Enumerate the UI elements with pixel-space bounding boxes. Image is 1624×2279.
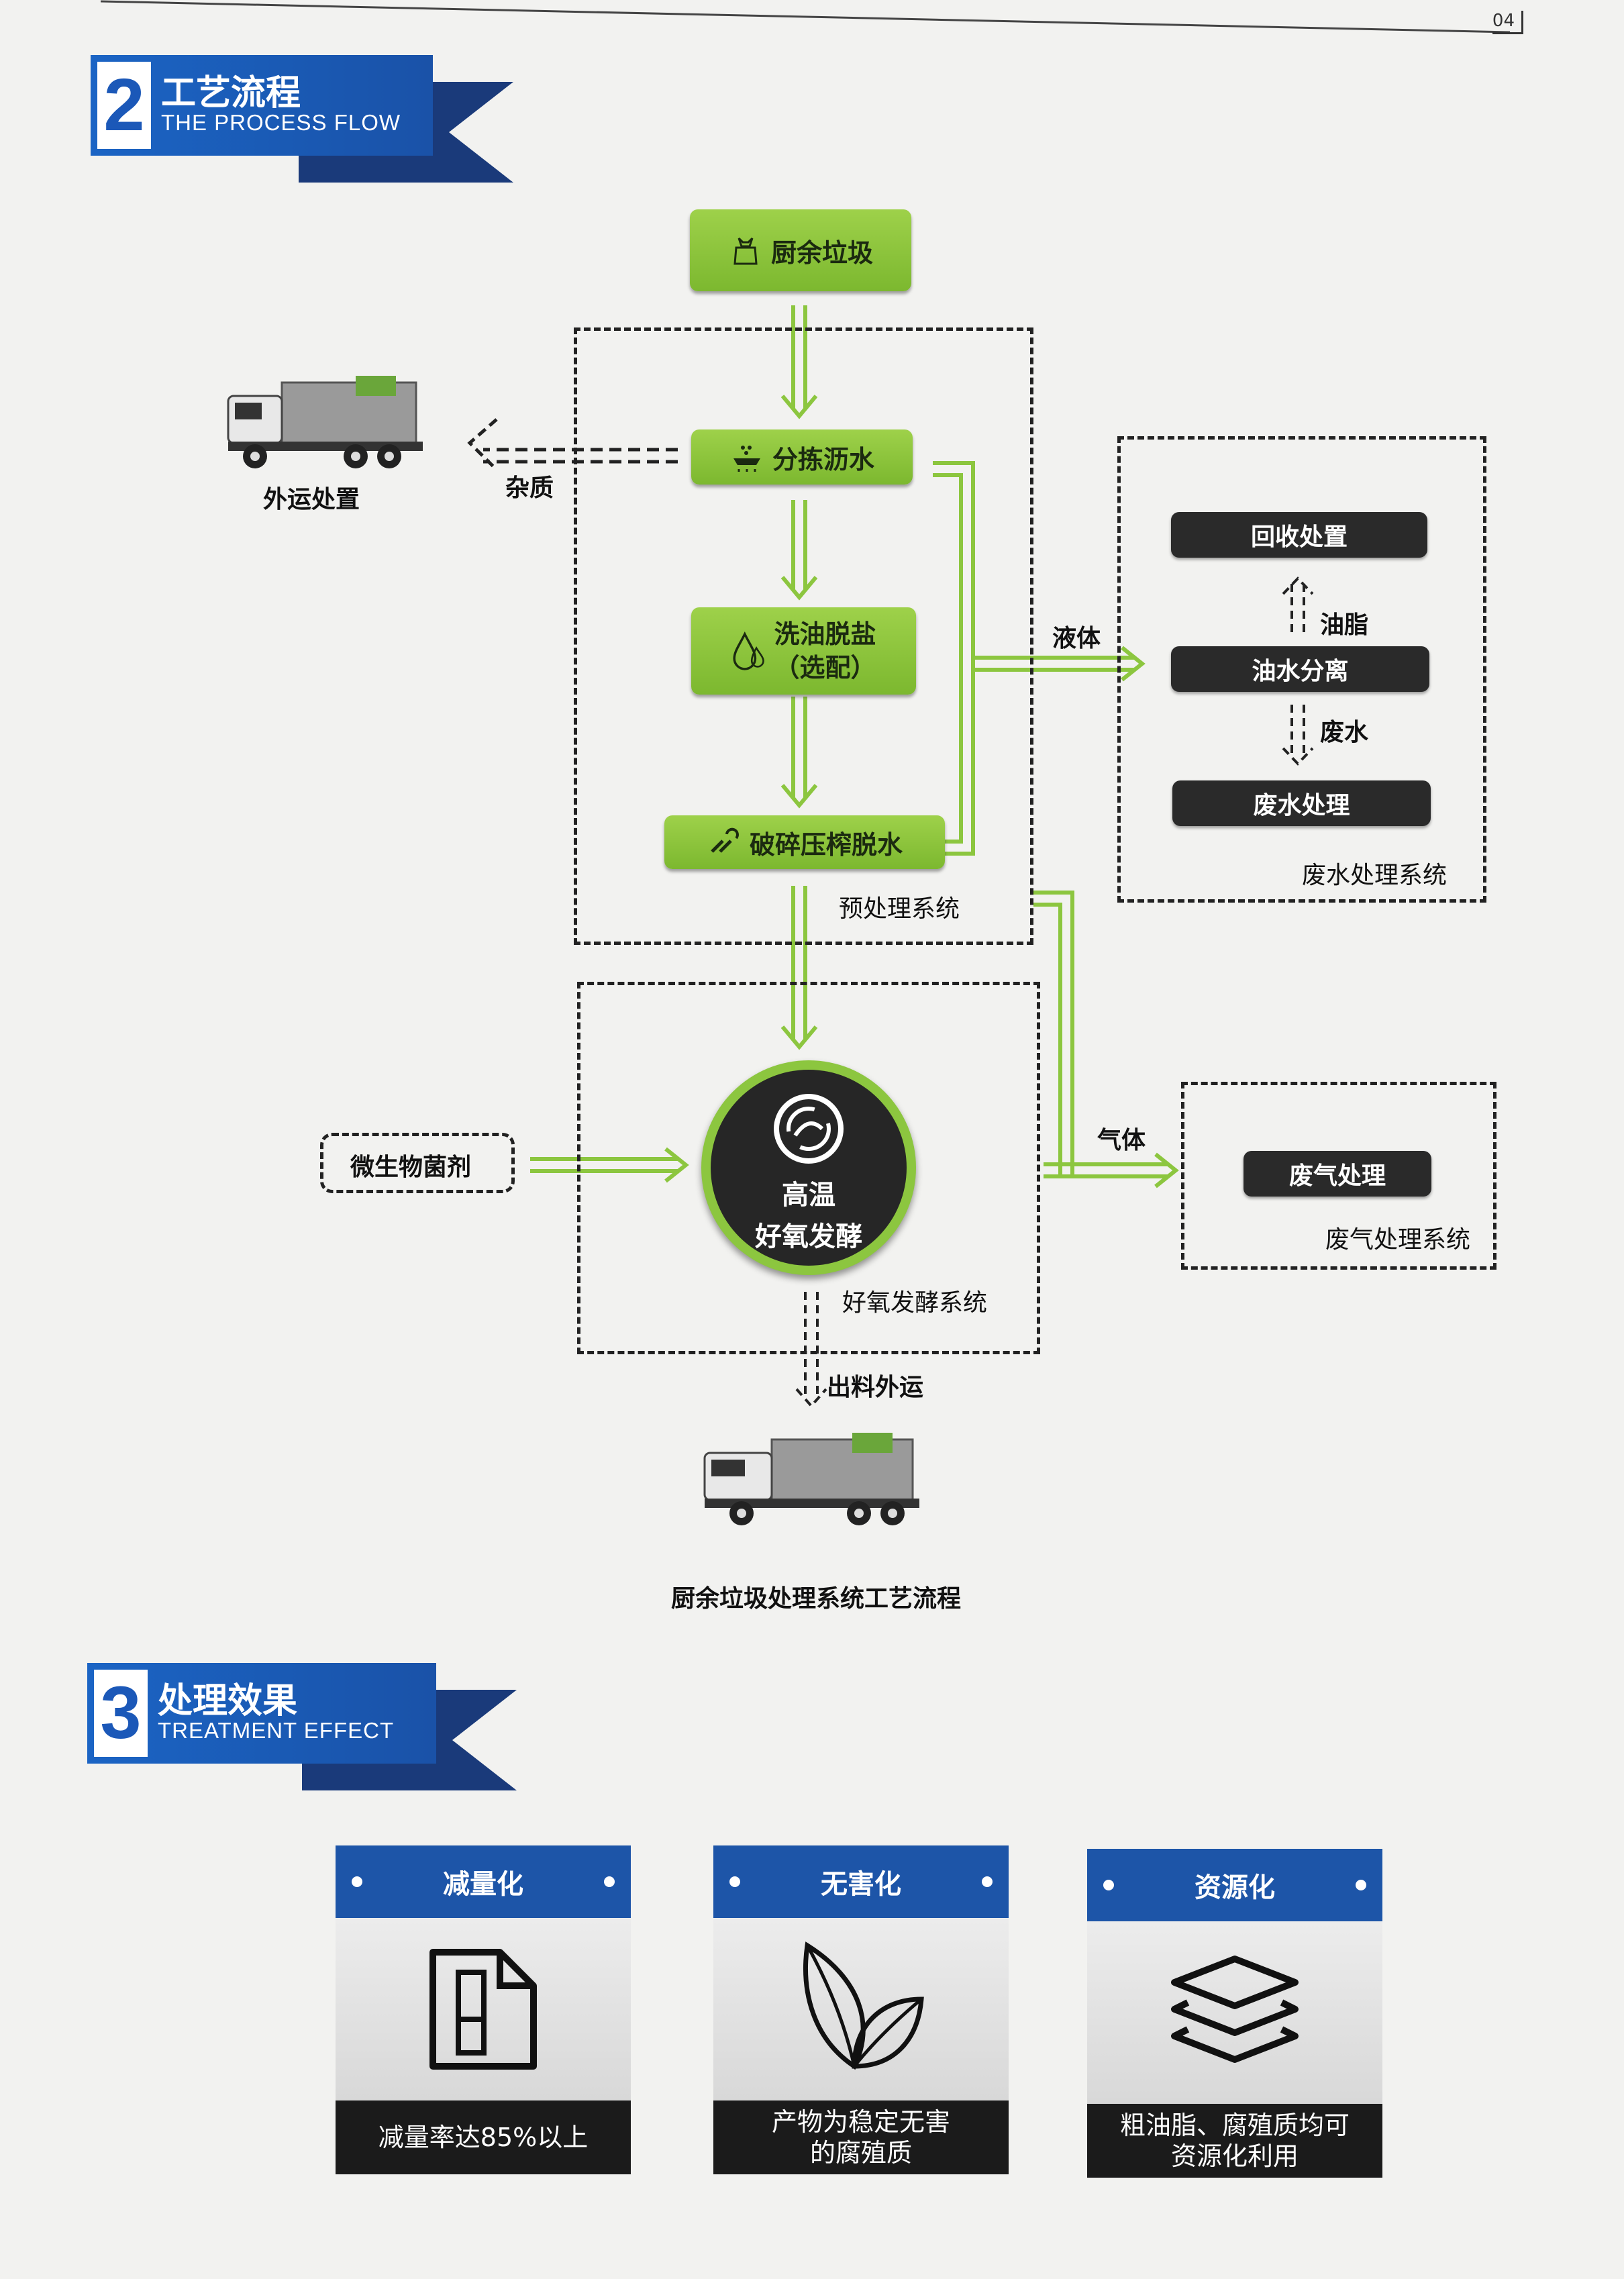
header-rule [101,0,1510,34]
oil-water-separation-box: 油水分离 [1171,646,1429,692]
output-label: 出料外运 [827,1374,924,1401]
step-label: 破碎压榨脱水 [749,829,903,860]
step-sorting-drain: 分拣沥水 [691,429,913,485]
card-text-line2: 资源化利用 [1170,2141,1299,2171]
garbage-bag-icon [728,233,763,268]
exhaust-treatment-box: 废气处理 [1244,1151,1431,1197]
wastewater-system-frame [1117,436,1486,903]
wastewater-label: 废水 [1320,719,1369,746]
card-text-line2: 的腐殖质 [809,2138,912,2168]
document-reduce-icon [429,1949,537,2070]
wastewater-treatment-box: 废水处理 [1172,780,1431,826]
diagram-caption: 厨余垃圾处理系统工艺流程 [671,1585,962,1613]
wastewater-system-label: 废水处理系统 [1302,862,1448,889]
step-label: 分拣沥水 [772,444,874,474]
effect-card-harmless: 无害化 产物为稳定无害的腐殖质 [713,1845,1009,2174]
fermentation-system-frame [577,982,1040,1354]
pretreatment-system-label: 预处理系统 [839,895,960,923]
sorting-drain-icon [729,440,764,474]
card-title: 无害化 [821,1869,901,1900]
fermenter-line2: 好氧发酵 [755,1221,862,1252]
fermentation-system-label: 好氧发酵系统 [842,1289,988,1317]
fermentation-icon [774,1094,844,1164]
fermenter: 高温 好氧发酵 [701,1060,916,1275]
layers-icon [1171,1956,1299,2063]
step-oil-wash-desalt: 洗油脱盐 （选配） [691,607,916,695]
step-kitchen-waste: 厨余垃圾 [690,209,911,291]
crusher-icon [707,825,742,860]
step-optional-label: （选配） [774,653,876,682]
card-text: 减量率达85%以上 [378,2123,589,2152]
step-label: 洗油脱盐 [774,619,876,649]
oil-drop-icon [731,631,766,670]
microbe-agent-label: 微生物菌剂 [350,1154,472,1181]
card-text: 产物为稳定无害 [771,2107,950,2137]
output-truck-icon [703,1433,919,1525]
section-number: 3 [94,1670,148,1757]
gas-label: 气体 [1097,1127,1146,1154]
section-title-en: TREATMENT EFFECT [158,1718,395,1743]
exhaust-system-frame [1181,1082,1496,1270]
exhaust-system-label: 废气处理系统 [1325,1226,1471,1254]
flow-connectors [467,305,1314,1409]
section-title-en: THE PROCESS FLOW [161,110,401,135]
section-number: 2 [97,62,151,149]
recovery-disposal-box: 回收处置 [1171,512,1427,558]
step-crush-press-dewater: 破碎压榨脱水 [664,815,945,869]
microbe-frame [320,1133,515,1193]
fermenter-line1: 高温 [782,1180,835,1211]
leaf-icon [803,1941,924,2070]
pretreatment-system-frame [574,327,1033,945]
garbage-truck-icon [227,376,423,468]
liquid-label: 液体 [1052,625,1101,652]
section-banner-process: 2 工艺流程 THE PROCESS FLOW [91,55,554,183]
oil-grease-label: 油脂 [1320,611,1369,639]
step-label: 厨余垃圾 [770,238,873,268]
offsite-disposal-label: 外运处置 [263,486,360,513]
impurities-label: 杂质 [505,474,554,502]
card-title: 减量化 [443,1869,523,1900]
card-text: 粗油脂、腐殖质均可 [1119,2111,1350,2140]
card-title: 资源化 [1195,1872,1275,1903]
section-banner-effect: 3 处理效果 TREATMENT EFFECT [87,1663,557,1790]
section-title-cn: 处理效果 [158,1681,298,1721]
section-title-cn: 工艺流程 [161,73,301,113]
page-number: 04 [1492,11,1523,34]
effect-card-resource: 资源化 粗油脂、腐殖质均可资源化利用 [1087,1849,1382,2178]
effect-card-reduction: 减量化 减量率达85%以上 [336,1845,631,2174]
